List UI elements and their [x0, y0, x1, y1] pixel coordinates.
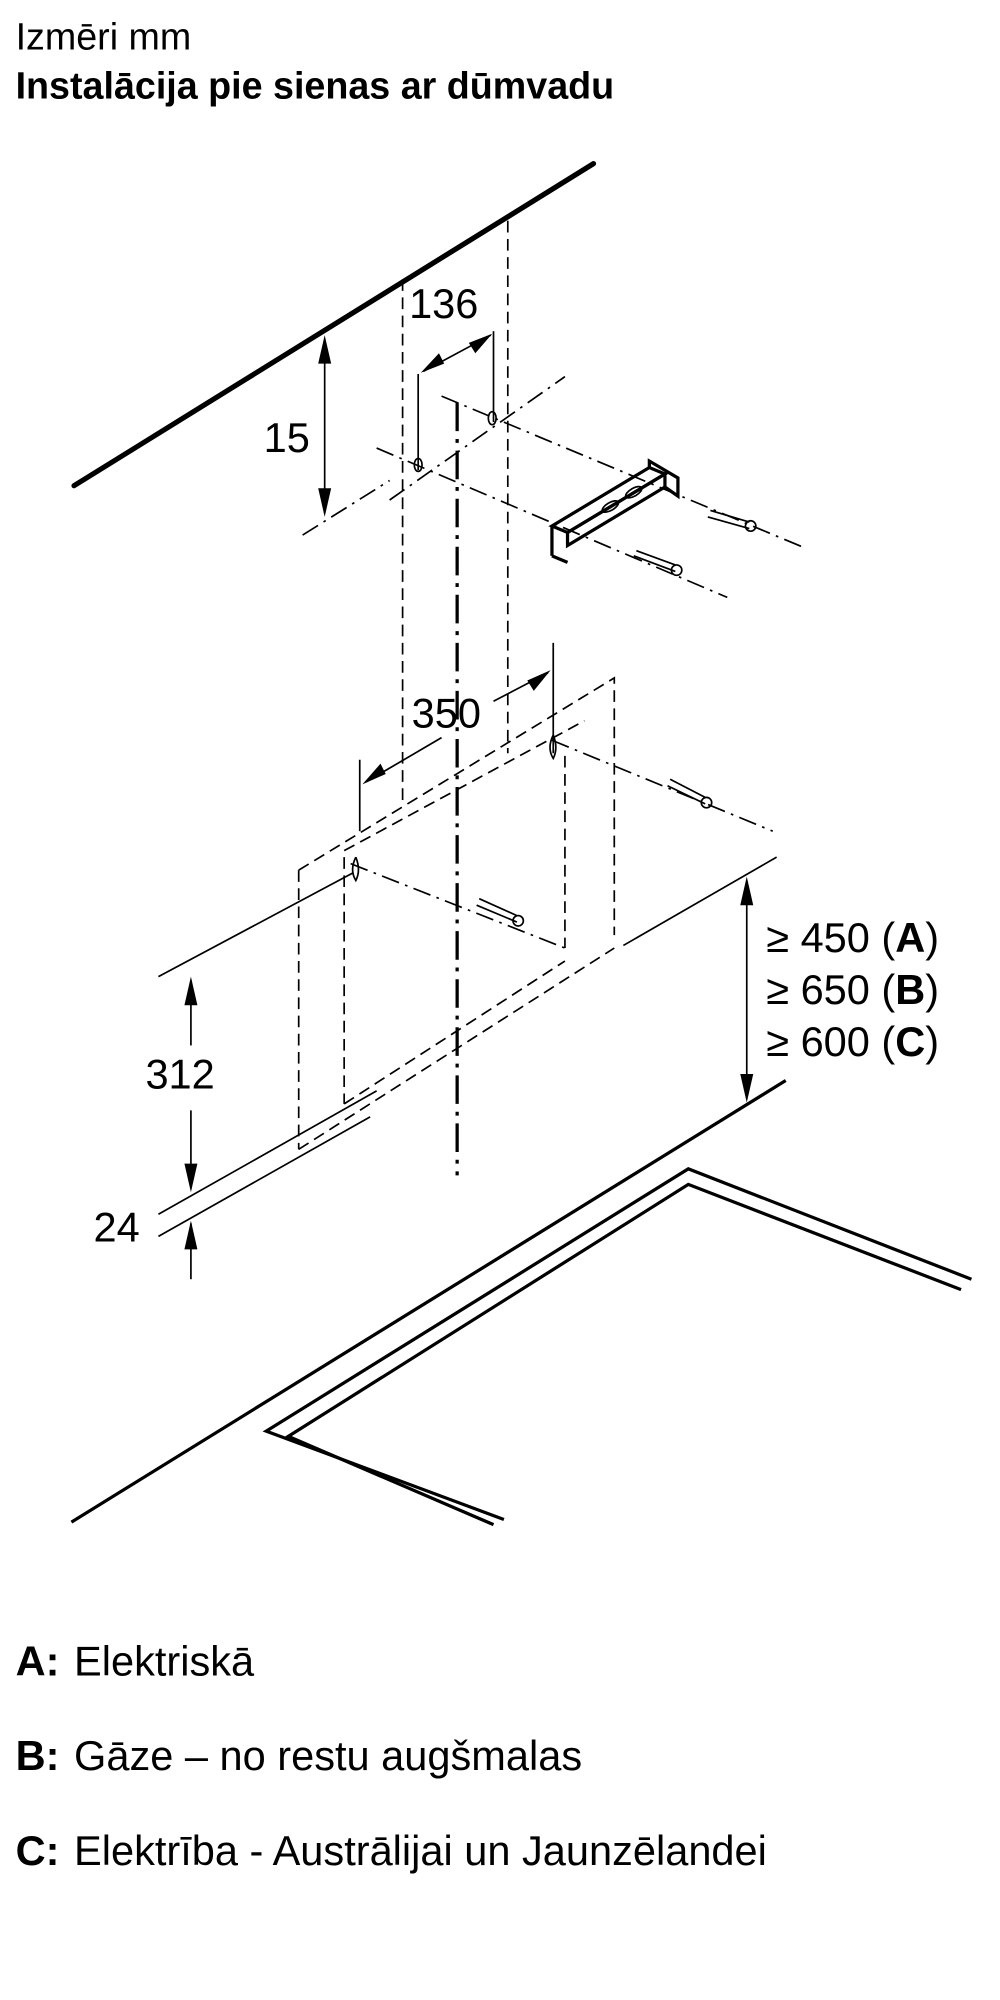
- wall-bracket: [548, 458, 680, 564]
- bracket-assembly: [376, 375, 806, 599]
- dimension-136: 136: [401, 220, 509, 806]
- dimension-24: 24: [94, 1204, 198, 1280]
- wall-screw: [633, 549, 683, 577]
- dimension-312: 312: [145, 976, 215, 1193]
- dimension-clearance: ≥ 450 (A) ≥ 650 (B) ≥ 600 (C): [740, 876, 939, 1103]
- hood-outline: [158, 676, 778, 1238]
- wall-screw: [707, 509, 757, 533]
- dimension-136-label: 136: [409, 280, 478, 327]
- page-title: Instalācija pie sienas ar dūmvadu: [16, 65, 615, 107]
- screw-hole: [487, 410, 497, 426]
- hook: [549, 734, 557, 761]
- legend-item-c: C:Elektrība - Austrālijai un Jaunzēlande…: [16, 1827, 767, 1874]
- dimension-24-label: 24: [94, 1204, 140, 1251]
- hood-screw: [476, 897, 525, 927]
- hook: [351, 856, 360, 883]
- dimension-350-label: 350: [412, 689, 481, 736]
- legend-item-a: A:Elektriskā: [16, 1637, 255, 1684]
- legend-item-b: B:Gāze – no restu augšmalas: [16, 1732, 583, 1779]
- clearance-a: ≥ 450 (A): [766, 914, 939, 961]
- ceiling-line: [71, 161, 597, 489]
- legend: A:Elektriskā B:Gāze – no restu augšmalas…: [16, 1637, 767, 1874]
- dimension-312-label: 312: [145, 1050, 214, 1097]
- clearance-c: ≥ 600 (C): [766, 1018, 939, 1065]
- cooktop: [70, 1079, 973, 1527]
- dimension-15-label: 15: [264, 414, 310, 461]
- hood-screw: [667, 778, 713, 809]
- screw-hole: [413, 457, 423, 473]
- subtitle: Izmēri mm: [16, 15, 192, 57]
- dimension-350: 350: [358, 642, 555, 832]
- clearance-b: ≥ 650 (B): [766, 966, 939, 1013]
- dimension-15: 15: [264, 335, 391, 536]
